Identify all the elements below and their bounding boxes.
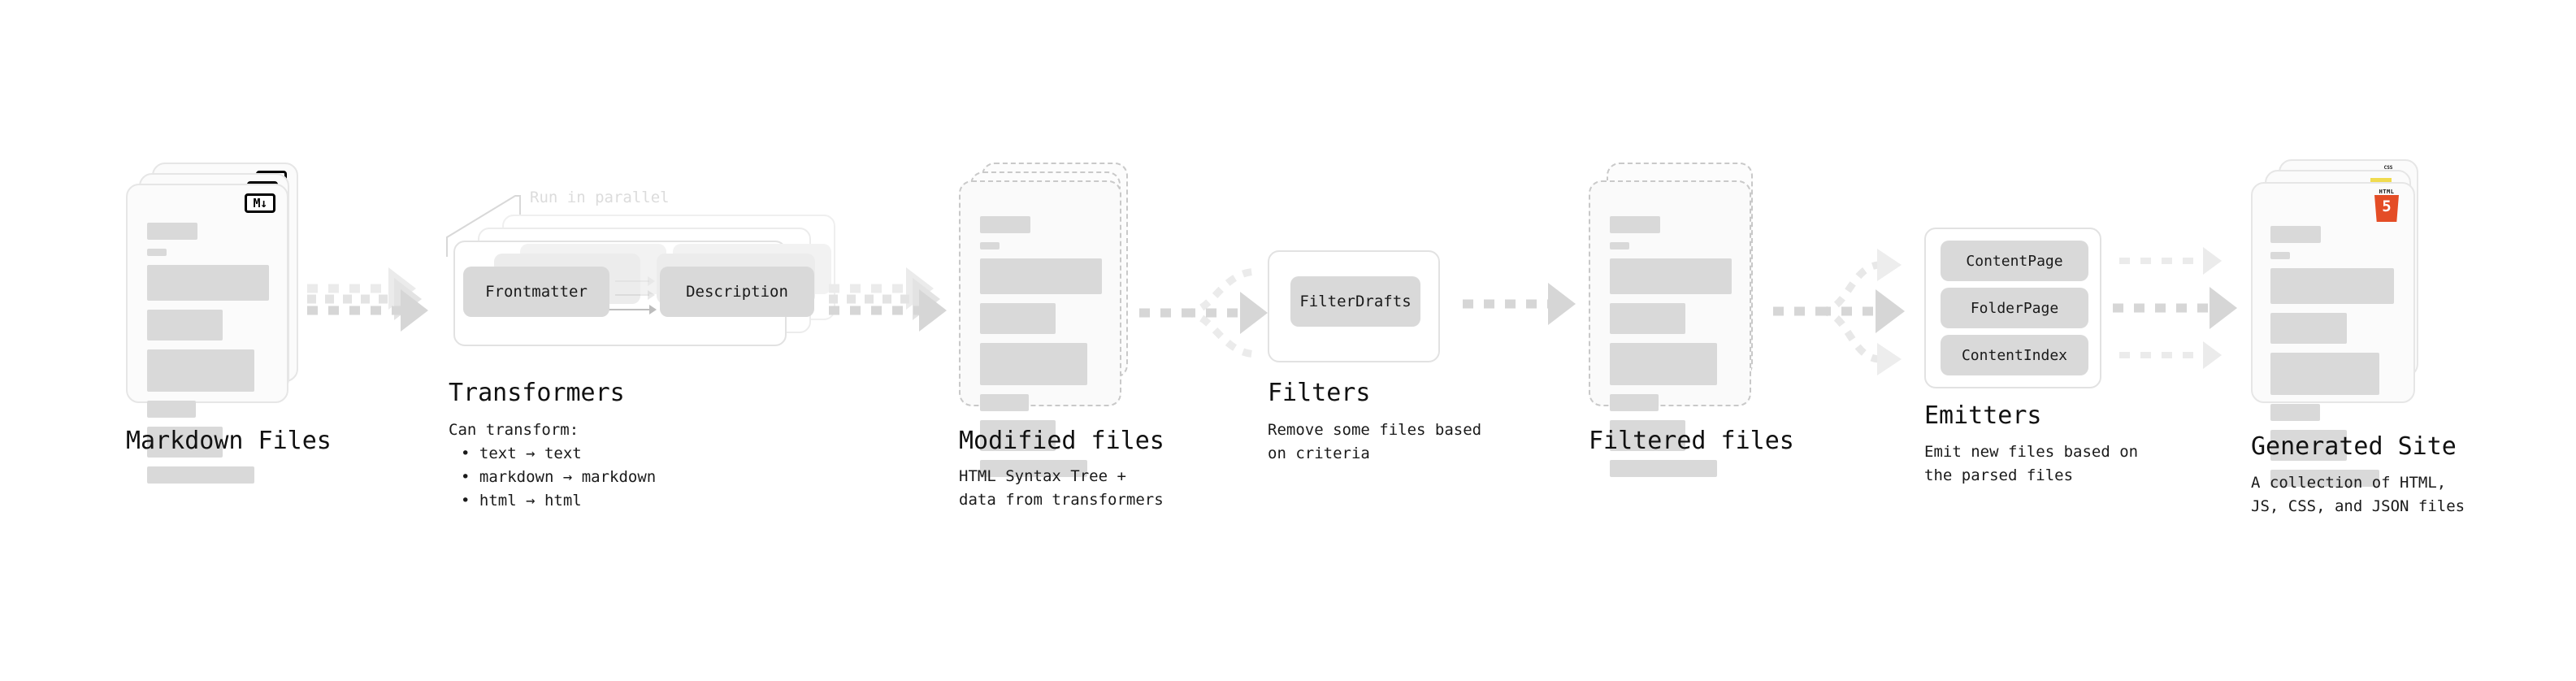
content-bar [980, 394, 1029, 411]
transformer-pill-frontmatter[interactable]: Frontmatter [463, 267, 609, 317]
content-bar [980, 343, 1087, 385]
content-bar [2270, 252, 2290, 259]
content-bar [2270, 226, 2321, 243]
content-bar [2270, 313, 2348, 344]
content-bar [1610, 394, 1659, 411]
content-bar [147, 249, 167, 256]
list-item: html → html [449, 489, 656, 513]
content-bar [1610, 216, 1660, 233]
content-bar [1610, 460, 1717, 477]
modified-file-stack [959, 163, 1138, 477]
emitter-pill-contentindex[interactable]: ContentIndex [1941, 335, 2088, 375]
generated-card-html: HTML 5 [2251, 182, 2415, 487]
modified-files-subtitle: HTML Syntax Tree + data from transformer… [959, 467, 1164, 509]
filtered-file-stack [1589, 163, 1767, 477]
flow-arrow-5-branch [1773, 249, 1905, 375]
content-bar [1610, 303, 1685, 334]
content-bar [2270, 353, 2379, 395]
filters-title: Filters [1268, 379, 1371, 407]
generated-file-stack: CSS HTML 5 [2251, 159, 2430, 487]
filtered-files-title: Filtered files [1589, 427, 1794, 455]
content-bar [980, 242, 1000, 249]
content-bar [1610, 258, 1732, 294]
generated-site-group: CSS HTML 5 [2251, 159, 2430, 487]
filtered-card-content [1610, 216, 1732, 486]
modified-card-front [959, 180, 1121, 477]
content-bar [1610, 420, 1685, 451]
transformer-link-arrow-ghost [615, 290, 657, 300]
modified-card-content [980, 216, 1102, 486]
content-bar [1610, 343, 1717, 385]
markdown-card-front: M↓ [126, 184, 288, 484]
content-bar [2270, 470, 2379, 487]
content-bar [1610, 242, 1629, 249]
content-bar [147, 265, 269, 301]
transformers-capability-list: text → text markdown → markdown html → h… [449, 442, 656, 513]
emitters-subtitle: Emit new files based on the parsed files [1924, 443, 2139, 484]
html5-icon: HTML 5 [2373, 189, 2400, 223]
css-icon-label: CSS [2383, 165, 2393, 171]
modified-files-group [959, 163, 1138, 477]
transformers-title: Transformers [449, 379, 625, 407]
transformers-subtitle: Can transform: [449, 421, 579, 439]
filtered-files-group [1589, 163, 1767, 477]
content-bar [147, 223, 197, 240]
generated-site-subtitle: A collection of HTML, JS, CSS, and JSON … [2251, 474, 2465, 515]
html5-icon-label: HTML [2379, 189, 2395, 195]
filtered-card-front [1589, 180, 1751, 477]
content-bar [147, 401, 196, 418]
content-bar [2270, 430, 2348, 461]
html5-icon-shield: 5 [2374, 195, 2399, 222]
transformer-link-arrow-ghost [615, 276, 657, 286]
content-bar [980, 460, 1087, 477]
content-bar [980, 420, 1056, 451]
filters-subtitle: Remove some files based on criteria [1268, 421, 1482, 462]
content-bar [2270, 404, 2320, 421]
markdown-file-stack: M↓ M↓ M↓ [126, 163, 305, 484]
markdown-files-group: M↓ M↓ M↓ [126, 163, 305, 484]
html5-icon-number: 5 [2382, 197, 2392, 215]
content-bar [147, 466, 254, 484]
flow-arrow-3-converge [1139, 267, 1268, 358]
content-bar [980, 258, 1102, 294]
run-in-parallel-bracket [446, 195, 521, 257]
content-bar [980, 303, 1056, 334]
run-in-parallel-label: Run in parallel [530, 189, 670, 206]
emitters-title: Emitters [1924, 401, 2042, 430]
transformer-link-arrow [607, 305, 661, 314]
filter-pill-filterdrafts[interactable]: FilterDrafts [1290, 276, 1420, 327]
content-bar [147, 427, 223, 458]
markdown-files-title: Markdown Files [126, 427, 332, 455]
emitter-pill-folderpage[interactable]: FolderPage [1941, 288, 2088, 328]
content-bar [980, 216, 1030, 233]
content-bar [147, 310, 223, 340]
content-bar [147, 349, 254, 392]
transformer-pill-description[interactable]: Description [660, 267, 814, 317]
generated-card-content [2270, 226, 2394, 496]
markdown-icon: M↓ [245, 193, 275, 213]
list-item: markdown → markdown [449, 466, 656, 489]
modified-files-title: Modified files [959, 427, 1164, 455]
list-item: text → text [449, 442, 656, 466]
content-bar [2270, 268, 2394, 304]
markdown-card-content [147, 223, 269, 492]
emitter-pill-contentpage[interactable]: ContentPage [1941, 241, 2088, 281]
generated-site-title: Generated Site [2251, 432, 2457, 461]
